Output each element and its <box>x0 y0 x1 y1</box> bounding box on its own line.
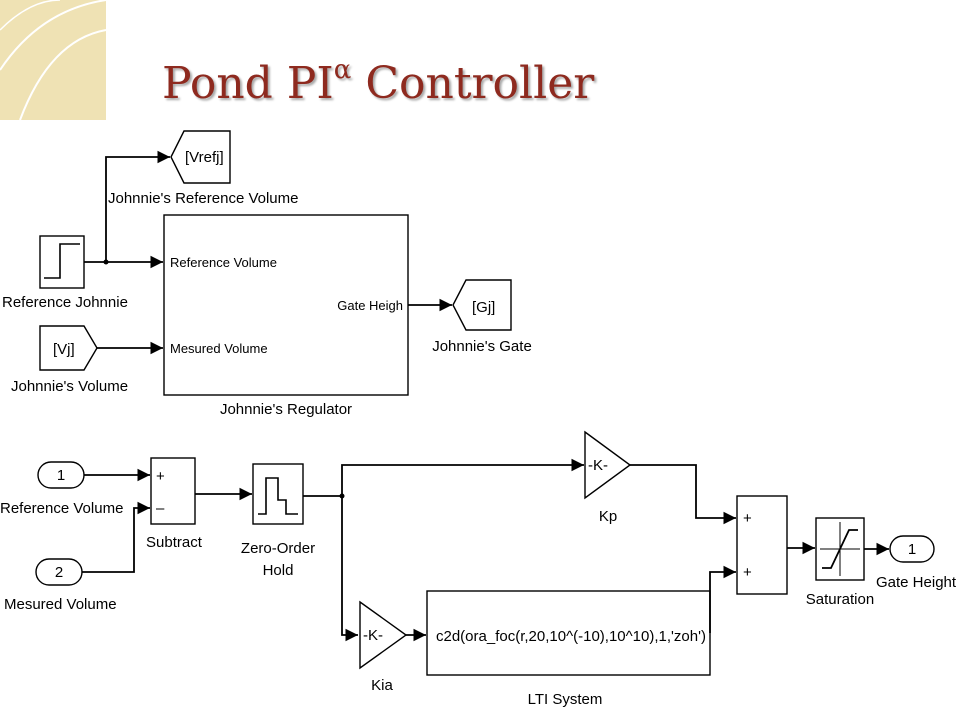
sum-block[interactable]: + + <box>736 495 788 595</box>
inport-1[interactable]: 1 Reference Volume <box>0 461 123 517</box>
outport-1-number: 1 <box>908 541 916 558</box>
regulator-in1-port: Reference Volume <box>170 255 277 270</box>
kia-gain-block[interactable]: -K- Kia <box>359 600 408 694</box>
goto-gj-block[interactable]: [Gj] Johnnie's Gate <box>432 279 532 355</box>
from-vj-block[interactable]: [Vj] Johnnie's Volume <box>11 325 128 395</box>
slide-title: Pond PIα Controller <box>162 55 595 109</box>
outport-1-label: Gate Height <box>876 574 957 591</box>
goto-gj-text: [Gj] <box>472 299 495 316</box>
title-superscript: α <box>333 55 352 86</box>
title-main: Pond PI <box>162 58 334 109</box>
wire-lti-sum <box>709 565 736 633</box>
zoh-label-line2: Hold <box>263 562 294 579</box>
regulator-out-port: Gate Heigh <box>337 298 403 313</box>
regulator-in2-port: Mesured Volume <box>170 341 268 356</box>
wire-to-vref <box>105 150 170 262</box>
zero-order-hold-block[interactable]: Zero-Order Hold <box>241 463 315 579</box>
sum-plus-1: + <box>743 510 752 527</box>
subtract-block[interactable]: + – Subtract <box>146 457 203 551</box>
inport-2-label: Mesured Volume <box>4 596 117 613</box>
corner-decoration <box>0 0 107 121</box>
saturation-label: Saturation <box>806 591 874 608</box>
subtract-plus-sign: + <box>156 468 165 485</box>
step-block[interactable]: Reference Johnnie <box>2 235 128 311</box>
ref-volume-tag-label: Johnnie's Reference Volume <box>108 190 298 207</box>
lti-label: LTI System <box>528 691 603 708</box>
regulator-subsystem[interactable]: Reference Volume Mesured Volume Gate Hei… <box>163 214 409 418</box>
subtract-minus-sign: – <box>156 500 165 517</box>
kp-gain-text: -K- <box>588 457 608 474</box>
sum-plus-2: + <box>743 564 752 581</box>
goto-vrefj-text: [Vrefj] <box>185 149 224 166</box>
lti-system-block[interactable]: c2d(ora_foc(r,20,10^(-10),10^10),1,'zoh'… <box>426 590 711 708</box>
johnnies-volume-label: Johnnie's Volume <box>11 378 128 395</box>
lti-expression: c2d(ora_foc(r,20,10^(-10),10^10),1,'zoh'… <box>436 628 706 645</box>
inport-1-label: Reference Volume <box>0 500 123 517</box>
subtract-label: Subtract <box>146 534 203 551</box>
wire-to-kia <box>341 496 358 642</box>
wire-kp-sum <box>630 464 736 525</box>
saturation-block[interactable]: Saturation <box>806 517 874 608</box>
step-label: Reference Johnnie <box>2 294 128 311</box>
zoh-label-line1: Zero-Order <box>241 540 315 557</box>
kia-gain-text: -K- <box>363 627 383 644</box>
inport-2[interactable]: 2 Mesured Volume <box>4 558 117 613</box>
regulator-name: Johnnie's Regulator <box>220 401 352 418</box>
outport-1[interactable]: 1 Gate Height <box>876 535 957 591</box>
inport-2-number: 2 <box>55 564 63 581</box>
inport-1-number: 1 <box>57 467 65 484</box>
johnnies-gate-label: Johnnie's Gate <box>432 338 532 355</box>
kp-gain-block[interactable]: -K- Kp <box>584 430 632 525</box>
wire-in2-subtract <box>82 501 150 573</box>
from-vj-text: [Vj] <box>53 341 75 358</box>
kia-label: Kia <box>371 677 393 694</box>
kp-label: Kp <box>599 508 617 525</box>
wire-to-kp <box>341 458 584 496</box>
goto-vrefj-block[interactable]: [Vrefj] <box>170 130 231 184</box>
title-tail: Controller <box>351 58 595 109</box>
